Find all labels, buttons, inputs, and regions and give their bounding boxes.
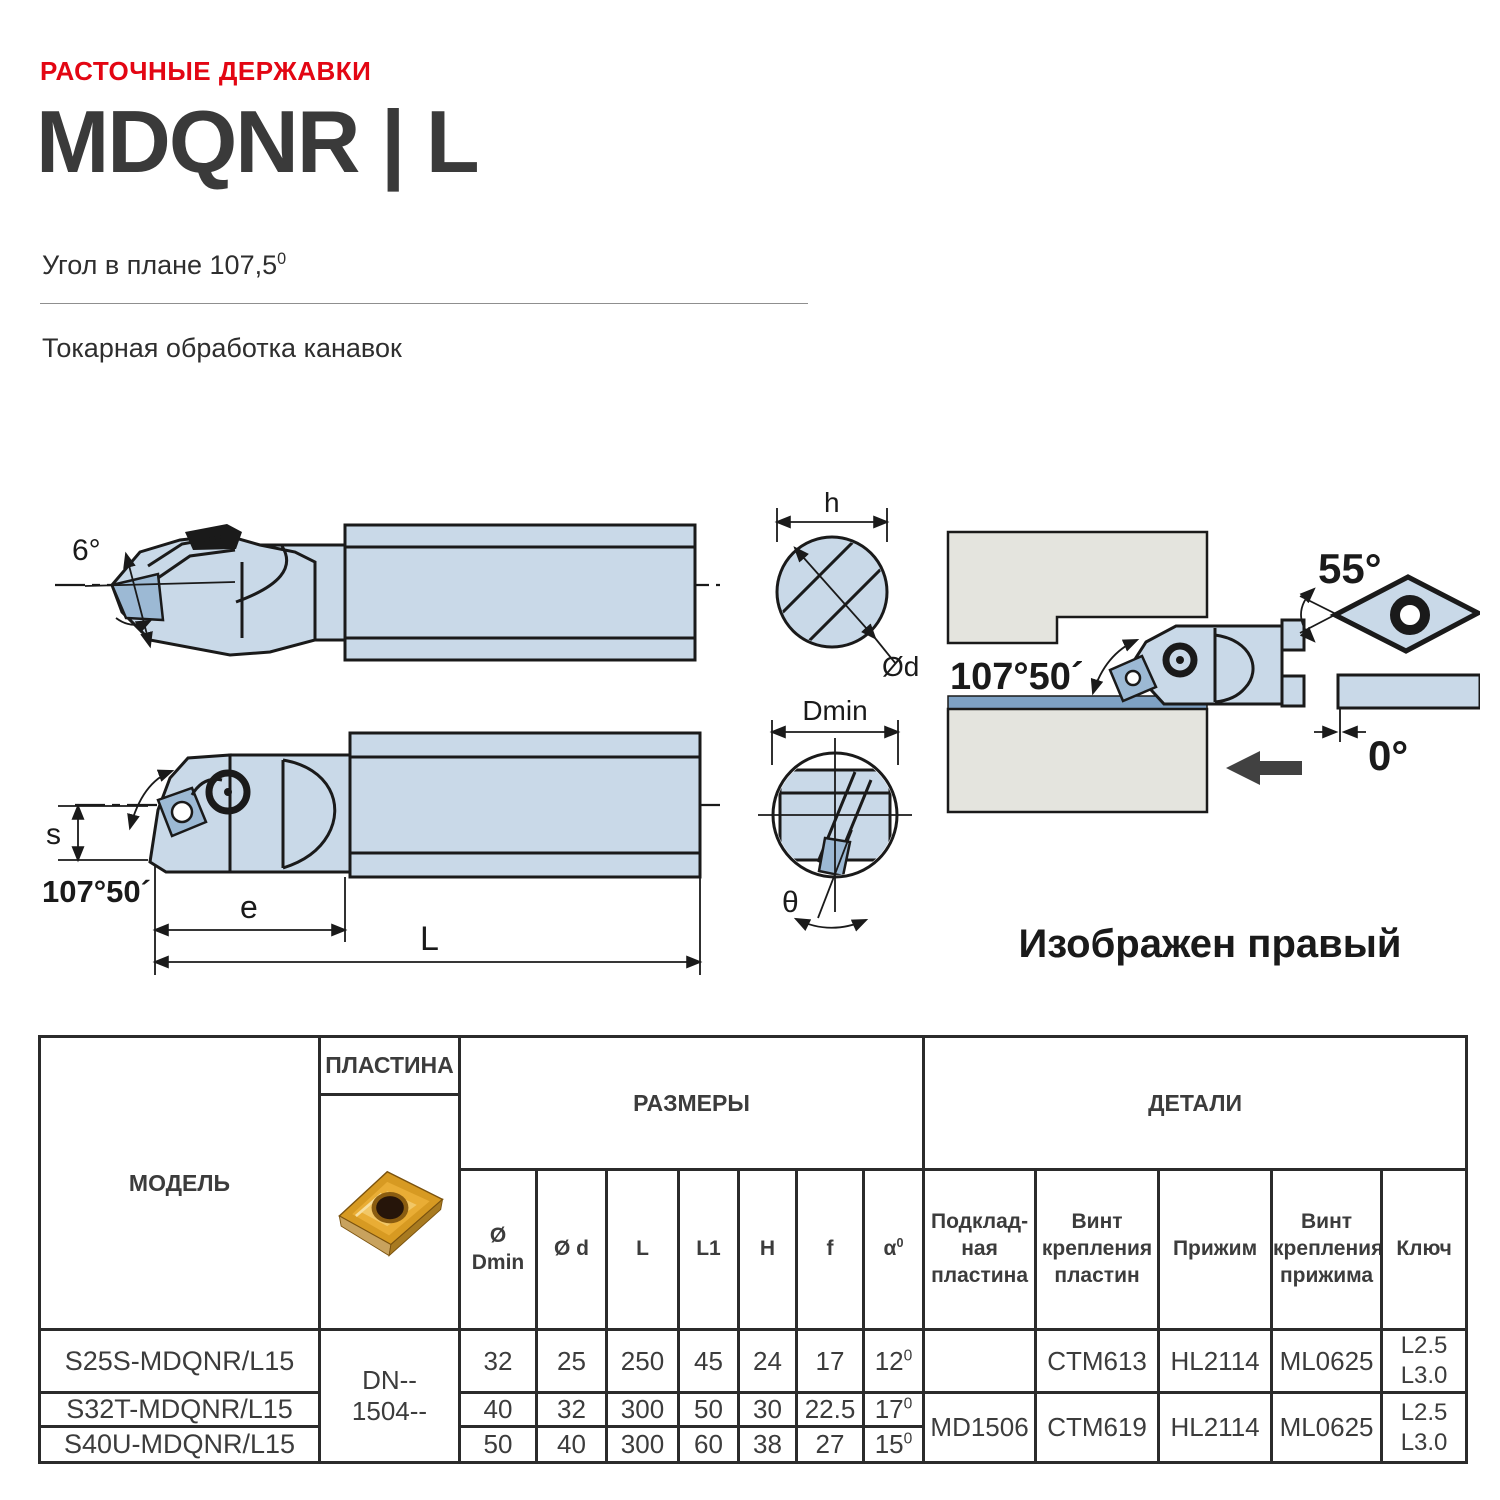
col-group-dimensions: РАЗМЕРЫ <box>457 1035 926 1171</box>
category-label: РАСТОЧНЫЕ ДЕРЖАВКИ <box>40 56 372 86</box>
col-header-model: МОДЕЛЬ <box>38 1035 321 1331</box>
col-header-insert-screw: Винт крепления пластин <box>1034 1168 1161 1331</box>
table-row: S32T-MDQNR/L15 40 32 300 50 30 22.5 170 … <box>38 1391 1469 1464</box>
dmin-label: Dmin <box>802 695 867 726</box>
table-row: S25S-MDQNR/L15 DN-- 1504-- 32 25 250 45 … <box>38 1328 1469 1464</box>
col-header-dmin: Ø Dmin <box>458 1168 538 1331</box>
insert-photo <box>337 1170 444 1257</box>
tool-head <box>1128 624 1284 706</box>
col-header-wrench: Ключ <box>1380 1168 1469 1331</box>
plan-angle-text: Угол в плане 107,5 <box>42 250 278 280</box>
col-header-f: f <box>795 1168 865 1331</box>
cross-section-dmin: Dmin θ <box>758 695 912 932</box>
spec-table: МОДЕЛЬ ПЛАСТИНА РАЗМЕРЫ ДЕТАЛИ Ø Dmin Ø … <box>38 1035 1469 1464</box>
table-row: S40U-MDQNR/L15 50 40 300 60 38 27 150 <box>38 1425 1467 1464</box>
model-cell: S25S-MDQNR/L15 <box>38 1328 321 1394</box>
insert-photo-cell <box>318 1093 461 1331</box>
l-dim-label: L <box>420 920 439 958</box>
col-header-clamp-screw: Винт крепления прижима <box>1270 1168 1384 1331</box>
shank-dia-label: Ød <box>882 651 919 682</box>
plate-value-cell: DN-- 1504-- <box>318 1328 461 1464</box>
diagram-caption: Изображен правый <box>1019 922 1402 966</box>
machining-diagram: 107°50´ <box>946 530 1306 814</box>
plan-angle-sup: 0 <box>277 250 287 268</box>
shim-empty-cell <box>922 1328 1038 1394</box>
divider-line <box>40 303 808 304</box>
col-header-d: Ø d <box>535 1168 608 1331</box>
s-dim-label: s <box>46 818 61 851</box>
lead-angle-right-label: 107°50´ <box>950 656 1084 698</box>
boring-bar-top-view: 6° <box>55 523 720 662</box>
e-dim-label: e <box>240 889 258 925</box>
page-title: MDQNR | L <box>36 92 480 191</box>
feed-direction-arrow <box>1226 751 1302 785</box>
clamp-screw-head <box>205 769 251 815</box>
boring-bar-side-view: s 107°50´ e L <box>42 731 720 975</box>
technical-drawing: 6° s 107°50´ e L <box>42 487 1480 975</box>
zero-angle-label: 0° <box>1368 732 1408 779</box>
model-cell: S32T-MDQNR/L15 <box>38 1391 321 1428</box>
rake-angle-label: 6° <box>72 534 101 567</box>
col-header-alpha: α0 <box>861 1168 926 1331</box>
col-header-h: H <box>737 1168 798 1331</box>
insert-angle-label: 55° <box>1318 545 1382 592</box>
operation-subtitle: Токарная обработка канавок <box>42 333 402 363</box>
col-header-plate: ПЛАСТИНА <box>318 1035 461 1096</box>
col-header-shim: Подклад- ная пластина <box>922 1168 1038 1331</box>
plan-angle-subtitle: Угол в плане 107,50 <box>42 250 286 281</box>
workpiece-upper <box>946 530 1209 645</box>
lead-angle-left-label: 107°50´ <box>42 874 151 909</box>
col-header-l: L <box>605 1168 680 1331</box>
col-header-clamp: Прижим <box>1157 1168 1274 1331</box>
h-dim-label: h <box>824 487 840 518</box>
zero-angle-bar <box>1336 673 1480 710</box>
insert-angle-detail: 55° 0° <box>1299 545 1480 779</box>
model-cell: S40U-MDQNR/L15 <box>38 1425 321 1464</box>
workpiece-lower <box>946 707 1209 814</box>
col-group-details: ДЕТАЛИ <box>922 1035 1469 1171</box>
col-header-l1: L1 <box>677 1168 740 1331</box>
theta-label: θ <box>782 886 799 919</box>
cross-section-h: Ød h <box>774 487 919 682</box>
